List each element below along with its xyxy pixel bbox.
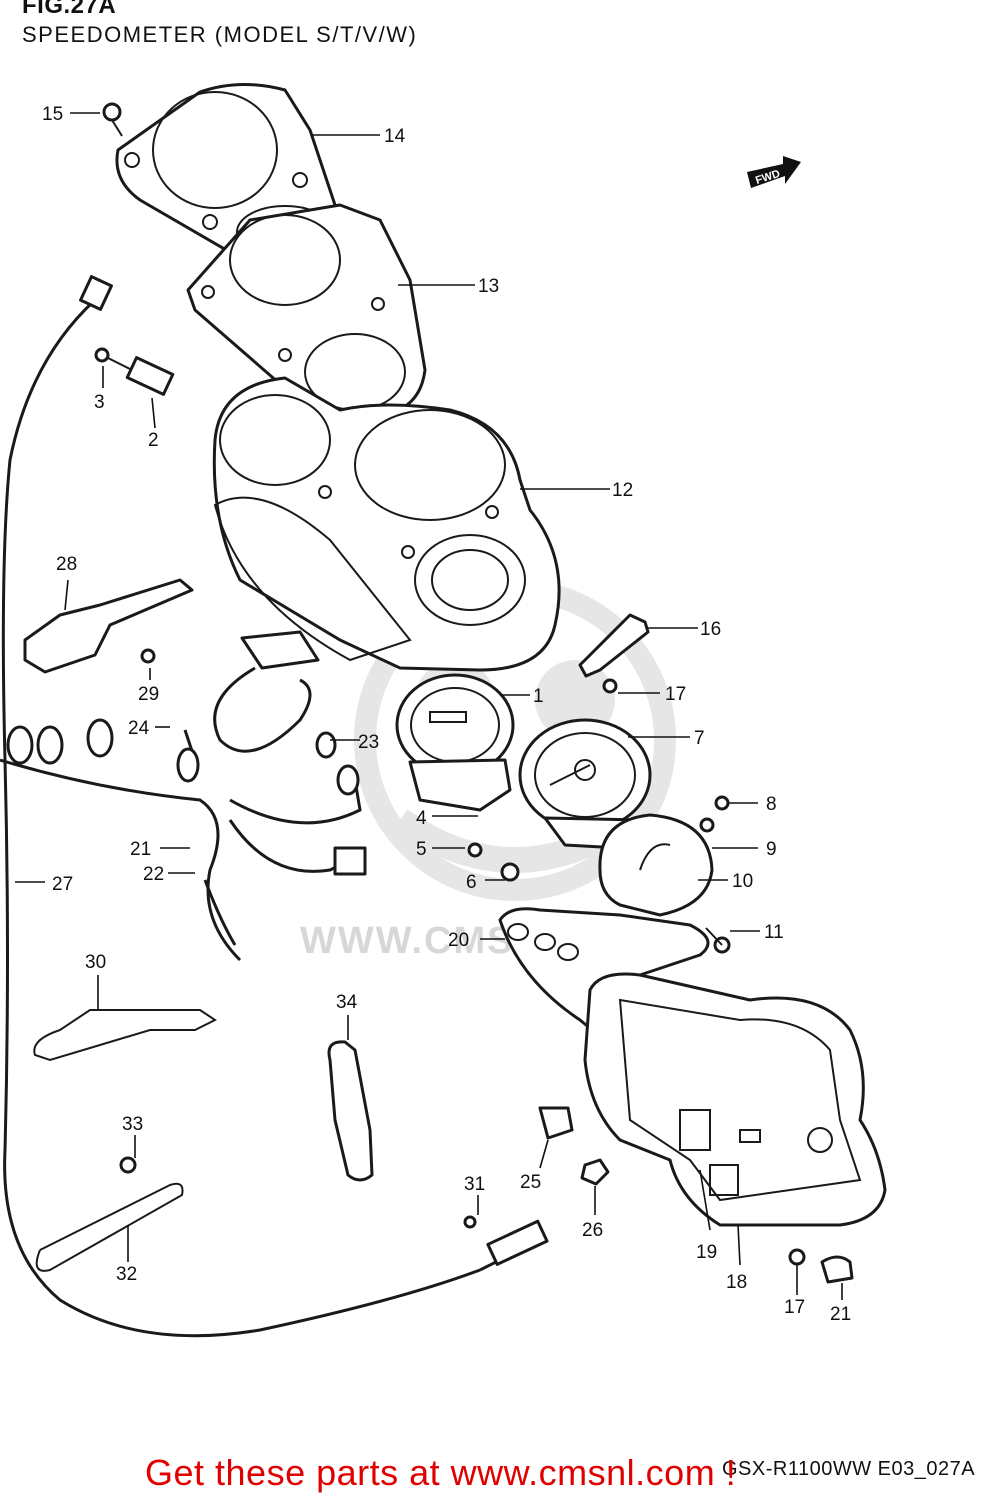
callout-8: 8 bbox=[766, 794, 777, 815]
forward-direction-arrow-icon: FWD bbox=[747, 156, 801, 188]
part-5-screw bbox=[467, 842, 483, 858]
callout-35: 34 bbox=[336, 992, 358, 1013]
callout-10: 10 bbox=[732, 871, 753, 892]
callout-32: 31 bbox=[464, 1174, 485, 1195]
callout-34: 33 bbox=[122, 1114, 143, 1135]
callout-2: 2 bbox=[148, 430, 159, 451]
part-18-lower-case bbox=[583, 972, 887, 1227]
part-1-meter-assembly bbox=[395, 673, 515, 812]
part-15-screw bbox=[102, 102, 122, 122]
callout-9: 9 bbox=[766, 839, 777, 860]
callout-20: 20 bbox=[448, 930, 469, 951]
callout-11: 11 bbox=[764, 922, 784, 943]
figure-subtitle: SPEEDOMETER (MODEL S/T/V/W) bbox=[22, 22, 418, 47]
drawing-reference-code: GSX-R1100WW E03_027A bbox=[722, 1458, 976, 1480]
part-17-screw-lower bbox=[788, 1248, 806, 1266]
part-34-screw bbox=[119, 1156, 137, 1174]
callout-15: 15 bbox=[42, 104, 63, 125]
callout-24: 23 bbox=[358, 732, 379, 753]
part-32-screw bbox=[463, 1215, 477, 1229]
part-9-washer bbox=[699, 817, 715, 833]
part-3-screw bbox=[94, 347, 110, 363]
part-29-cable-clamp bbox=[23, 578, 194, 674]
callout-1: 1 bbox=[533, 686, 544, 707]
callout-12: 12 bbox=[612, 480, 633, 501]
figure-title: FIG.27A bbox=[22, 0, 117, 19]
callout-14: 14 bbox=[384, 126, 406, 147]
part-10-meter-base bbox=[598, 813, 714, 917]
callout-30: 29 bbox=[138, 684, 159, 705]
part-8-screw bbox=[714, 795, 730, 811]
callout-23: 22 bbox=[143, 864, 164, 885]
callout-19: 19 bbox=[696, 1242, 717, 1263]
part-21-grommet bbox=[820, 1255, 854, 1284]
callout-17-lower: 17 bbox=[784, 1297, 805, 1318]
part-6-screw bbox=[500, 862, 520, 882]
callout-27: 26 bbox=[582, 1220, 603, 1241]
fasteners bbox=[94, 102, 854, 1284]
part-22-wiring-harness bbox=[0, 630, 367, 962]
part-27-nut bbox=[580, 1158, 610, 1186]
callout-17-upper: 17 bbox=[665, 684, 686, 705]
callout-26: 25 bbox=[520, 1172, 541, 1193]
callout-7: 7 bbox=[694, 728, 705, 749]
callout-13: 13 bbox=[478, 276, 499, 297]
callout-18: 18 bbox=[726, 1272, 747, 1293]
callout-33: 32 bbox=[116, 1264, 137, 1285]
part-28-speedometer-cable bbox=[1, 275, 549, 1338]
callout-3: 3 bbox=[94, 392, 105, 413]
part-33-band bbox=[35, 1182, 184, 1272]
part-17-screw-upper bbox=[602, 678, 618, 694]
part-12-meter-case bbox=[212, 376, 561, 672]
leader-lines bbox=[15, 112, 843, 1300]
part-35-strap bbox=[327, 1040, 374, 1182]
callout-31: 30 bbox=[85, 952, 106, 973]
part-2-gear-box bbox=[125, 356, 175, 396]
callout-28: 27 bbox=[52, 874, 73, 895]
part-31-wire-clip bbox=[33, 1009, 217, 1062]
callout-29: 28 bbox=[56, 554, 77, 575]
callout-25: 24 bbox=[128, 718, 150, 739]
callout-16: 16 bbox=[700, 619, 721, 640]
part-16-bracket bbox=[578, 613, 650, 678]
callout-21: 21 bbox=[830, 1304, 851, 1325]
callout-5: 5 bbox=[416, 839, 427, 860]
callout-labels: 15 14 13 3 2 12 28 16 29 17 1 24 7 23 8 … bbox=[42, 104, 851, 1325]
part-26-nut bbox=[538, 1106, 574, 1140]
part-30-screw bbox=[140, 648, 156, 664]
callout-22: 21 bbox=[130, 839, 151, 860]
promo-banner-link[interactable]: Get these parts at www.cmsnl.com ! bbox=[145, 1452, 737, 1493]
callout-4: 4 bbox=[416, 808, 427, 829]
callout-6: 6 bbox=[466, 872, 477, 893]
